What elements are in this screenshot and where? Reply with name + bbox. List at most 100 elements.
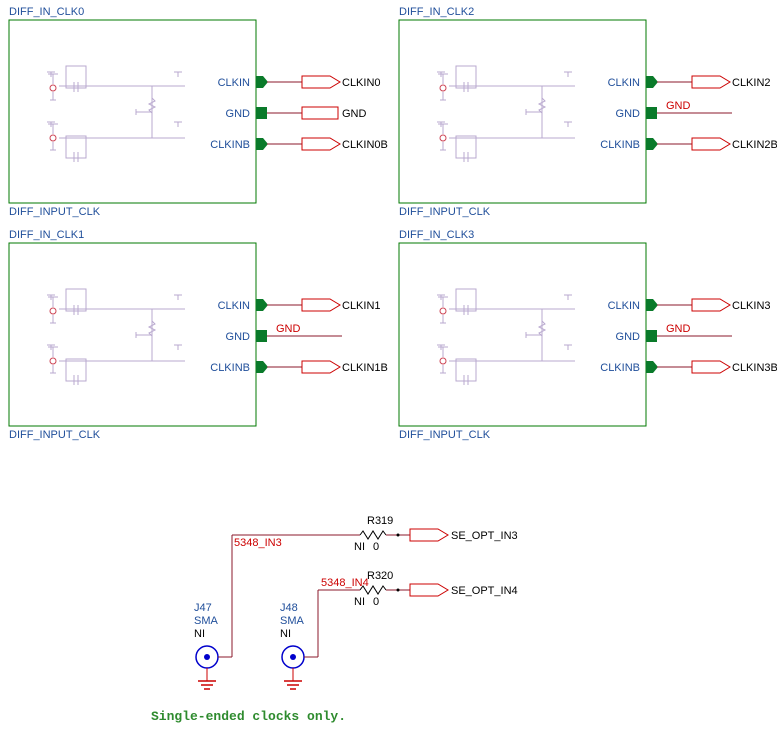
pin-label: CLKINB <box>210 139 250 151</box>
source-icon <box>49 134 57 142</box>
resistor-value: 0 <box>373 596 379 608</box>
footnote-text: Single-ended clocks only. <box>151 709 346 724</box>
port-label: CLKIN2 <box>732 77 771 89</box>
offpage-port-icon <box>301 75 341 89</box>
port-label: SE_OPT_IN4 <box>451 585 518 597</box>
pin-square-icon <box>646 107 657 119</box>
capacitor-icon <box>65 65 87 89</box>
resistor-icon <box>359 530 387 540</box>
pin-label: CLKINB <box>210 362 250 374</box>
net-label: GND <box>276 323 301 335</box>
junction-dot <box>396 588 400 592</box>
pin-label: CLKIN <box>218 300 250 312</box>
port-label: CLKIN2B <box>732 139 777 151</box>
resistor-value: 0 <box>373 541 379 553</box>
connector-ref: J47 <box>194 602 212 614</box>
block-instance-name: DIFF_IN_CLK3 <box>399 229 474 241</box>
sma-pin-dot <box>290 654 296 660</box>
resistor-ref: R319 <box>367 515 393 527</box>
pin-arrow-icon <box>256 76 268 88</box>
capacitor-icon <box>455 65 477 89</box>
capacitor-icon <box>65 135 87 159</box>
offpage-port-icon <box>301 298 341 312</box>
port-label: CLKIN1 <box>342 300 381 312</box>
capacitor-icon <box>455 135 477 159</box>
connector-ref: J48 <box>280 602 298 614</box>
pin-label: GND <box>226 331 251 343</box>
offpage-port-icon <box>691 75 731 89</box>
source-icon <box>49 84 57 92</box>
pin-square-icon <box>256 330 267 342</box>
sma-pin-dot <box>204 654 210 660</box>
offpage-port-icon <box>691 137 731 151</box>
resistor-ref: R320 <box>367 570 393 582</box>
port-label: SE_OPT_IN3 <box>451 530 518 542</box>
capacitor-icon <box>65 358 87 382</box>
pin-label: CLKINB <box>600 139 640 151</box>
offpage-port-icon <box>691 298 731 312</box>
source-icon <box>439 84 447 92</box>
port-label: CLKIN0 <box>342 77 381 89</box>
pin-label: GND <box>616 331 641 343</box>
pin-arrow-icon <box>646 76 658 88</box>
block-outline <box>8 242 257 427</box>
capacitor-icon <box>455 358 477 382</box>
pin-arrow-icon <box>256 361 268 373</box>
net-label: 5348_IN3 <box>234 537 282 549</box>
block-type-name: DIFF_INPUT_CLK <box>399 206 491 218</box>
capacitor-icon <box>65 288 87 312</box>
pin-arrow-icon <box>646 299 658 311</box>
net-label: GND <box>666 100 691 112</box>
pin-arrow-icon <box>646 361 658 373</box>
source-icon <box>439 307 447 315</box>
pin-arrow-icon <box>646 138 658 150</box>
port-label: CLKIN0B <box>342 139 388 151</box>
block-type-name: DIFF_INPUT_CLK <box>9 206 101 218</box>
pin-square-icon <box>646 330 657 342</box>
net-label: GND <box>666 323 691 335</box>
pin-label: CLKIN <box>608 300 640 312</box>
resistor-icon <box>359 585 387 595</box>
port-label: CLKIN3 <box>732 300 771 312</box>
offpage-port-icon <box>301 137 341 151</box>
pin-label: GND <box>616 108 641 120</box>
block-instance-name: DIFF_IN_CLK1 <box>9 229 84 241</box>
resistor-icon <box>147 320 157 337</box>
source-icon <box>49 307 57 315</box>
source-icon <box>439 134 447 142</box>
pin-arrow-icon <box>256 138 268 150</box>
connector-fit: NI <box>194 628 205 640</box>
port-label: CLKIN3B <box>732 362 777 374</box>
resistor-icon <box>537 97 547 114</box>
offpage-port-icon <box>409 528 449 542</box>
offpage-port-icon <box>691 360 731 374</box>
resistor-fit: NI <box>354 596 365 608</box>
block-type-name: DIFF_INPUT_CLK <box>399 429 491 441</box>
offpage-port-icon <box>301 360 341 374</box>
port-label: CLKIN1B <box>342 362 388 374</box>
junction-dot <box>396 533 400 537</box>
pin-label: CLKIN <box>608 77 640 89</box>
pin-label: GND <box>226 108 251 120</box>
source-icon <box>439 357 447 365</box>
port-box <box>301 106 339 120</box>
pin-label: CLKIN <box>218 77 250 89</box>
connector-type: SMA <box>194 615 219 627</box>
net-label: 5348_IN4 <box>321 577 369 589</box>
block-type-name: DIFF_INPUT_CLK <box>9 429 101 441</box>
block-outline <box>398 242 647 427</box>
pin-square-icon <box>256 107 267 119</box>
block-instance-name: DIFF_IN_CLK2 <box>399 6 474 18</box>
resistor-icon <box>537 320 547 337</box>
offpage-port-icon <box>409 583 449 597</box>
block-outline <box>398 19 647 204</box>
block-outline <box>8 19 257 204</box>
resistor-fit: NI <box>354 541 365 553</box>
source-icon <box>49 357 57 365</box>
